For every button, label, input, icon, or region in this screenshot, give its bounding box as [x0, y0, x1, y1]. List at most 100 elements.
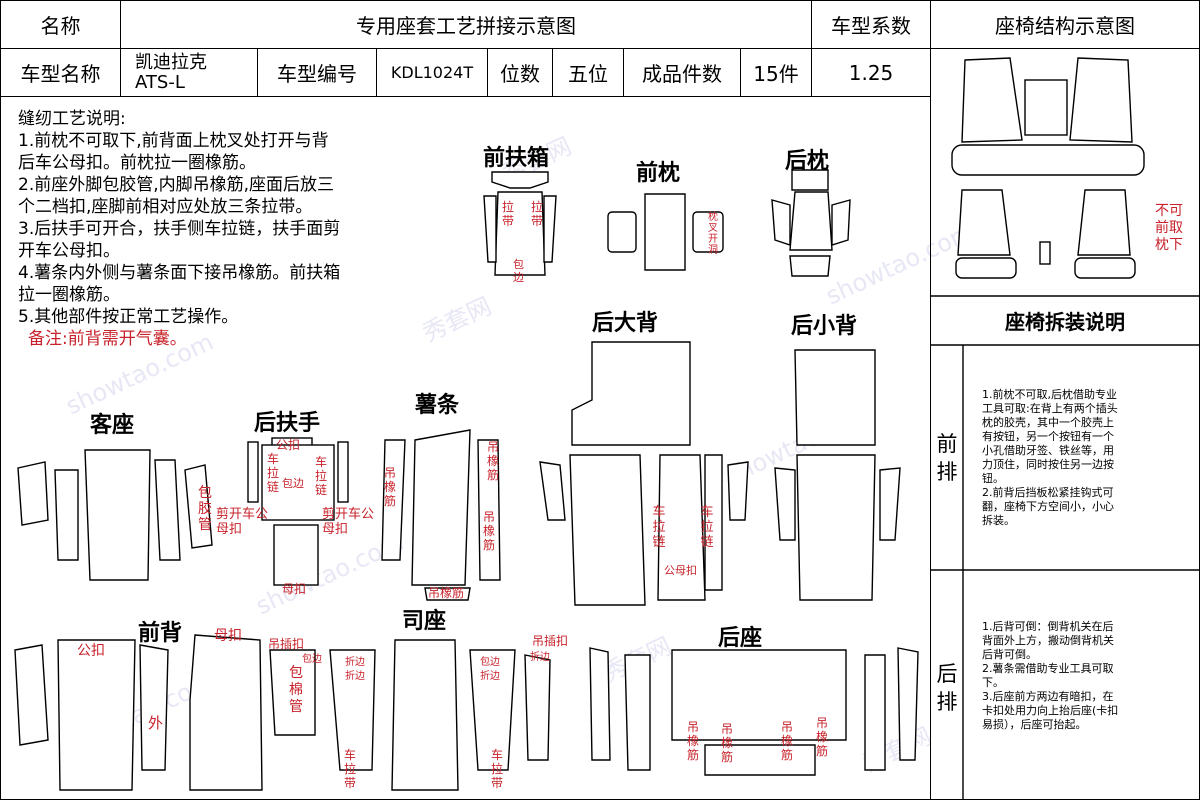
notes-line: 3.后扶手可开合，扶手侧车拉链，扶手面剪 [18, 219, 341, 239]
rear-row-line: 1.后背可倒：倒背机关在后 [982, 620, 1114, 633]
front-box-pattern [483, 171, 557, 276]
front-back-hang-buckle: 吊插扣 [268, 637, 305, 651]
front-pillow-pattern [607, 193, 724, 271]
model-name-value: 凯迪拉克 ATS-L [120, 48, 258, 97]
rear-row-line: 卡扣处用力向上抬后座(卡扣 [982, 704, 1119, 717]
front-pillow-title: 前枕 [636, 161, 681, 186]
rear-small-back-pattern [774, 349, 901, 601]
notes-line: 拉一圈橡筋。 [18, 285, 120, 305]
driver-fold-edge: 折边 [530, 652, 550, 663]
sewing-notes: 缝纫工艺说明: 1.前枕不可取下,前背面上枕叉处打开与背 后车公母扣。前枕拉一圈… [18, 108, 458, 350]
passenger-seat-pattern [17, 449, 213, 581]
rear-row-line: 3.后座前方两边有暗扣，在 [982, 690, 1114, 703]
front-pillow-hole-note: 枕叉开洞 [708, 212, 718, 256]
notes-line: 个二档扣,座脚前相对应处放三条拉带。 [18, 197, 313, 217]
notes-line: 开车公母扣。 [18, 241, 120, 261]
front-box-pull-band-note: 拉带 [501, 200, 514, 228]
notes-line: 后车公母扣。前枕拉一圈橡筋。 [18, 153, 256, 173]
seats-label: 位数 [487, 48, 553, 97]
armrest-wrap-edge: 包边 [282, 477, 304, 490]
rear-armrest-pattern [247, 437, 349, 586]
model-code-label: 车型编号 [257, 48, 377, 97]
pattern-drawing [14, 169, 919, 791]
rear-seat-elastic: 吊橡筋 [815, 716, 828, 758]
armrest-male-buckle: 公扣 [276, 438, 301, 452]
wrap-pipe-note: 包胶管 [198, 485, 212, 533]
driver-seat-pattern [329, 639, 551, 791]
rear-seat-elastic: 吊橡筋 [686, 720, 699, 762]
rear-row-label: 后排 [936, 662, 958, 714]
front-box-edge-note: 包边 [513, 258, 524, 284]
front-box-pull-band-note: 拉带 [530, 200, 543, 228]
fries-bottom-elastic: 吊橡筋 [428, 586, 465, 600]
big-back-zipper-note: 车拉链 [700, 505, 714, 550]
front-back-male-buckle: 公扣 [77, 643, 105, 659]
rear-pillow-pattern [771, 169, 851, 277]
fries-elastic-note: 吊橡筋 [383, 466, 396, 508]
big-back-zipper-note: 车拉链 [652, 505, 666, 550]
front-row-line: 2.前背后挡板松紧挂钩式可 [982, 486, 1114, 499]
driver-fold-edge: 折边 [480, 671, 500, 682]
coef-label: 车型系数 [811, 0, 931, 49]
pieces-label: 成品件数 [623, 48, 741, 97]
structure-label: 座椅结构示意图 [930, 0, 1200, 49]
driver-wrap-edge: 包边 [480, 657, 500, 668]
rear-row-line: 下。 [982, 676, 1004, 689]
seats-value: 五位 [552, 48, 624, 97]
rear-seat-elastic: 吊橡筋 [720, 722, 733, 764]
model-code-value: KDL1024T [376, 48, 488, 97]
front-back-pattern [14, 634, 316, 791]
model-name-label: 车型名称 [0, 48, 121, 97]
rear-row-line: 2.薯条需借助专业工具可取 [982, 662, 1114, 675]
front-row-text: 1.前枕不可取,后枕借助专业 工具可取:在背上有两个插头 枕的胶壳，其中一个胶壳… [982, 388, 1118, 528]
notes-heading: 缝纫工艺说明: [18, 109, 126, 129]
fries-title: 薯条 [415, 393, 460, 418]
front-row-line: 枕的胶壳，其中一个胶壳上 [982, 416, 1114, 429]
rear-seat-elastic: 吊橡筋 [780, 720, 793, 762]
no-remove-pillow-note: 不可前取枕下 [1155, 203, 1183, 253]
front-back-outer-note: 外 [148, 714, 164, 732]
passenger-seat-title: 客座 [90, 413, 135, 438]
driver-band-note: 车拉带 [343, 748, 356, 790]
front-row-line: 工具可取:在背上有两个插头 [982, 402, 1118, 415]
driver-fold-edge: 折边 [345, 657, 365, 668]
cut-open-note: 剪开车公母扣 [216, 507, 269, 537]
rear-big-back-title: 后大背 [592, 311, 659, 336]
notes-line: 2.前座外脚包胶管,内脚吊橡筋,座面后放三 [18, 175, 335, 195]
armrest-zipper-note: 车拉链 [314, 455, 327, 497]
front-row-label: 前排 [936, 432, 958, 484]
model-name-line-2: ATS-L [135, 71, 185, 93]
front-row-line: 有按钮，另一个按钮有一个 [982, 430, 1114, 443]
front-back-wrap-pipe: 包棉管 [289, 665, 303, 715]
front-row-line: 钮。 [982, 472, 1004, 485]
front-row-line: 翻，座椅下方空间小，小心 [982, 500, 1114, 513]
rear-row-line: 背面外上方，搬动倒背机关 [982, 634, 1114, 647]
driver-hang-buckle: 吊插扣 [532, 634, 569, 648]
model-name-line-1: 凯迪拉克 [135, 51, 207, 73]
fries-pattern [381, 429, 501, 601]
front-row-line: 小孔借助牙签、铁丝等，用 [982, 444, 1114, 457]
front-back-female-buckle: 母扣 [214, 628, 242, 644]
cut-open-note: 剪开车公母扣 [322, 507, 375, 537]
front-box-title: 前扶箱 [483, 146, 550, 171]
driver-fold-edge: 折边 [345, 671, 365, 682]
rear-pillow-title: 后枕 [785, 149, 830, 174]
coef-value: 1.25 [811, 48, 931, 97]
fries-elastic-note: 吊橡筋 [482, 510, 495, 552]
rear-small-back-title: 后小背 [791, 314, 858, 339]
rear-armrest-title: 后扶手 [254, 411, 321, 436]
notes-line: 5.其他部件按正常工艺操作。 [18, 307, 239, 327]
armrest-female-buckle: 母扣 [282, 582, 307, 596]
front-row-line: 拆装。 [982, 514, 1015, 527]
disassembly-title: 座椅拆装说明 [1005, 310, 1125, 334]
rear-row-text: 1.后背可倒：倒背机关在后 背面外上方，搬动倒背机关 后背可倒。 2.薯条需借助… [982, 620, 1118, 732]
name-label: 名称 [0, 0, 121, 49]
front-back-title: 前背 [138, 621, 183, 646]
notes-remark: 备注:前背需开气囊。 [28, 329, 187, 349]
front-row-line: 1.前枕不可取,后枕借助专业 [982, 388, 1117, 401]
driver-seat-title: 司座 [402, 609, 447, 634]
rear-row-line: 后背可倒。 [982, 648, 1037, 661]
driver-band-note: 车拉带 [490, 748, 503, 790]
rear-seat-title: 后座 [718, 626, 763, 651]
rear-big-back-pattern [539, 341, 749, 606]
